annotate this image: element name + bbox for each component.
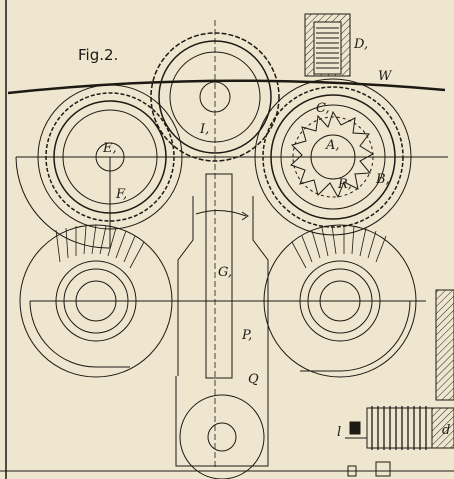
label-l: l [337, 425, 341, 440]
lower-left-roller [19, 224, 173, 378]
label-i1: I, [199, 122, 209, 137]
label-f1: F, [115, 187, 127, 202]
label-d: d [442, 423, 450, 438]
label-p1: P, [241, 328, 252, 343]
label-a1: A, [325, 138, 340, 153]
label-r1: R, [337, 177, 352, 192]
label-q: Q [248, 372, 259, 387]
right-wall [431, 289, 454, 449]
lower-right-roller [263, 224, 417, 378]
label-b1: B, [375, 172, 390, 187]
roller-i1 [150, 20, 280, 470]
label-e1: E, [102, 141, 117, 156]
web-w [7, 79, 446, 95]
label-g1: G, [218, 265, 232, 280]
label-w: W [378, 69, 393, 84]
central-stand [175, 173, 269, 479]
roller-e1 [15, 84, 183, 249]
bolt-d [345, 406, 433, 477]
label-d1: D, [353, 37, 368, 52]
press-block-d1 [304, 13, 351, 77]
figure-label: Fig.2. [78, 46, 118, 64]
label-c1: C, [316, 101, 330, 116]
